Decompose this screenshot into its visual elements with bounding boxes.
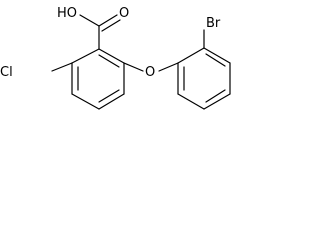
carbonyl-oxygen-label: O — [119, 6, 129, 21]
ether-oxygen-label: O — [145, 65, 155, 80]
bromo-substituent: Br — [203, 16, 221, 49]
ring2-bond-c5-c6 — [177, 93, 205, 110]
ring1-bond-c3-c4 — [98, 93, 125, 110]
ring1-bond-c4-c5 — [71, 93, 100, 110]
molecule-structure: HO O Cl O Br — [0, 6, 231, 110]
ring2-bond-c1-c2 — [177, 47, 205, 64]
ring1-bond-c6-c1 — [71, 48, 100, 64]
chlorine-label: Cl — [0, 65, 13, 80]
ring1-bond-c1-c2 — [98, 48, 125, 64]
ether-linkage: O — [123, 62, 179, 80]
ring2-inner-double-2 — [205, 89, 226, 103]
bond-carbonyl-outer — [98, 14, 118, 27]
chloro-substituent: Cl — [0, 62, 73, 80]
benzoic-acid-ring — [71, 48, 125, 110]
bond-carbonyl-inner — [101, 19, 121, 32]
ring2-inner-double-1 — [205, 53, 226, 67]
bond-carboxyl-to-hydroxyl — [79, 14, 100, 27]
bond-ether-oxygen-to-ring2 — [158, 62, 179, 72]
carboxylic-acid-group: HO O — [57, 6, 129, 50]
bromine-label: Br — [206, 16, 221, 31]
ring1-inner-double-1 — [98, 54, 120, 68]
ring2-bond-c4-c5 — [203, 93, 231, 110]
bond-ring-to-chlorine — [51, 62, 73, 72]
ring2-bond-c2-c3 — [203, 47, 231, 64]
hydroxyl-label: HO — [57, 6, 77, 21]
bromophenyl-ring — [177, 47, 231, 110]
ring1-inner-double-2 — [98, 89, 120, 103]
bond-ring1-to-ether-oxygen — [123, 62, 144, 72]
